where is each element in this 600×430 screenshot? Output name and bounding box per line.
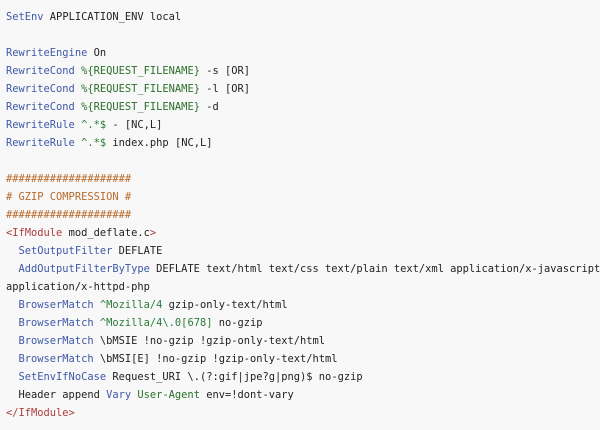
- code-line: # GZIP COMPRESSION #: [0, 188, 600, 206]
- code-token: ####################: [6, 209, 132, 221]
- code-token: [6, 353, 19, 365]
- code-token: no-gzip: [212, 317, 263, 329]
- code-line: BrowserMatch \bMSI[E] !no-gzip !gzip-onl…: [0, 350, 600, 368]
- code-token: env=!dont-vary: [199, 389, 294, 401]
- code-line: ####################: [0, 170, 600, 188]
- code-line: BrowserMatch ^Mozilla/4 gzip-only-text/h…: [0, 296, 600, 314]
- code-token: RewriteCond: [6, 101, 75, 113]
- code-token: \bMSI[E] !no-gzip !gzip-only-text/html: [93, 353, 338, 365]
- code-line: RewriteCond %{REQUEST_FILENAME} -d: [0, 98, 600, 116]
- code-token: </IfModule>: [6, 407, 75, 419]
- code-token: ^.*$: [81, 119, 107, 131]
- code-token: ^.*$: [81, 137, 107, 149]
- code-token: [6, 317, 19, 329]
- code-token: [6, 263, 19, 275]
- code-token: mod_deflate.c: [62, 227, 150, 239]
- code-line: <IfModule mod_deflate.c>: [0, 224, 600, 242]
- code-token: User-Agent: [137, 389, 200, 401]
- code-token: ^Mozilla/4\.0[678]: [99, 317, 213, 329]
- code-token: -d: [199, 101, 219, 113]
- code-line: Header append Vary User-Agent env=!dont-…: [0, 386, 600, 404]
- code-token: ^Mozilla/4: [99, 299, 163, 311]
- code-token: RewriteCond: [6, 83, 75, 95]
- code-token: On: [87, 47, 107, 59]
- code-token: RewriteEngine: [6, 47, 88, 59]
- code-token: RewriteRule: [6, 119, 75, 131]
- code-token: gzip-only-text/html: [162, 299, 288, 311]
- code-token: <IfModule: [6, 227, 63, 239]
- code-line: RewriteCond %{REQUEST_FILENAME} -s [OR]: [0, 62, 600, 80]
- code-line: SetOutputFilter DEFLATE: [0, 242, 600, 260]
- code-line: AddOutputFilterByType DEFLATE text/html …: [0, 260, 600, 278]
- code-token: AddOutputFilterByType: [18, 263, 150, 275]
- code-token: %{REQUEST_FILENAME}: [81, 101, 200, 113]
- code-line: [0, 26, 600, 44]
- code-token: [6, 245, 19, 257]
- code-line: SetEnvIfNoCase Request_URI \.(?:gif|jpe?…: [0, 368, 600, 386]
- code-token: RewriteRule: [6, 137, 75, 149]
- code-line: RewriteRule ^.*$ - [NC,L]: [0, 116, 600, 134]
- code-token: Vary: [106, 389, 132, 401]
- code-token: DEFLATE text/html text/css text/plain te…: [149, 263, 600, 275]
- code-token: %{REQUEST_FILENAME}: [81, 65, 200, 77]
- code-token: RewriteCond: [6, 65, 75, 77]
- code-token: BrowserMatch: [18, 353, 94, 365]
- code-token: Request_URI \.(?:gif|jpe?g|png)$ no-gzip: [106, 371, 363, 383]
- code-token: # GZIP COMPRESSION #: [6, 191, 132, 203]
- code-token: >: [149, 227, 157, 239]
- code-line: BrowserMatch ^Mozilla/4\.0[678] no-gzip: [0, 314, 600, 332]
- code-token: Header append: [6, 389, 107, 401]
- code-token: [6, 299, 19, 311]
- code-line: ####################: [0, 206, 600, 224]
- code-line: RewriteEngine On: [0, 44, 600, 62]
- code-token: SetOutputFilter: [18, 245, 113, 257]
- code-token: -s [OR]: [199, 65, 250, 77]
- code-token: index.php [NC,L]: [106, 137, 213, 149]
- code-token: ####################: [6, 173, 132, 185]
- code-token: -l [OR]: [199, 83, 250, 95]
- code-token: BrowserMatch: [18, 335, 94, 347]
- code-line: application/x-httpd-php: [0, 278, 600, 296]
- code-token: %{REQUEST_FILENAME}: [81, 83, 200, 95]
- code-line: SetEnv APPLICATION_ENV local: [0, 8, 600, 26]
- code-line: RewriteCond %{REQUEST_FILENAME} -l [OR]: [0, 80, 600, 98]
- code-line: RewriteRule ^.*$ index.php [NC,L]: [0, 134, 600, 152]
- code-token: BrowserMatch: [18, 299, 94, 311]
- code-token: - [NC,L]: [106, 119, 163, 131]
- code-token: SetEnvIfNoCase: [18, 371, 107, 383]
- code-token: SetEnv: [6, 11, 44, 23]
- code-token: APPLICATION_ENV local: [43, 11, 182, 23]
- code-token: [6, 371, 19, 383]
- code-line: BrowserMatch \bMSIE !no-gzip !gzip-only-…: [0, 332, 600, 350]
- code-token: BrowserMatch: [18, 317, 94, 329]
- code-token: application/x-httpd-php: [6, 281, 150, 293]
- code-token: \bMSIE !no-gzip !gzip-only-text/html: [93, 335, 326, 347]
- code-line: [0, 152, 600, 170]
- code-line: </IfModule>: [0, 404, 600, 422]
- code-token: [6, 335, 19, 347]
- code-token: DEFLATE: [112, 245, 163, 257]
